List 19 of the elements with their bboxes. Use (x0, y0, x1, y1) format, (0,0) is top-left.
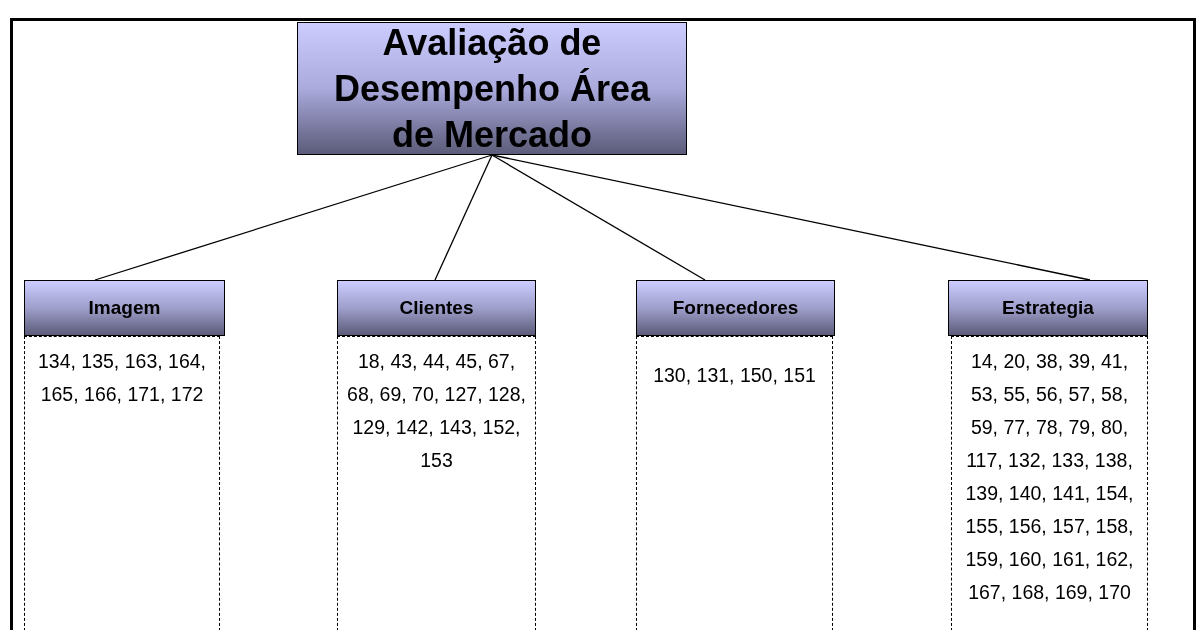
category-label: Estrategia (1002, 295, 1094, 320)
connector-line (94, 154, 493, 281)
title-text: Avaliação de Desempenho Área de Mercado (332, 20, 652, 157)
category-label: Fornecedores (672, 295, 799, 320)
connector-line (434, 154, 493, 281)
category-box (24, 280, 225, 336)
category-label: Clientes (399, 295, 474, 320)
number-list: 18, 43, 44, 45, 67, 68, 69, 70, 127, 128, 129, 142, 143, 152, 153 (338, 345, 535, 630)
number-list: 134, 135, 163, 164, 165, 166, 171, 172 (25, 345, 219, 630)
connector-line (491, 154, 1091, 281)
category-box (636, 280, 835, 336)
list-box (636, 336, 833, 630)
number-list: 14, 20, 38, 39, 41, 53, 55, 56, 57, 58, 59, 77, 78, 79, 80, 117, 132, 133, 138, 139, 140, 141, 154, 155, 156, 157, 158, 159, 160, 161, 162, 167, 168, 169, 170 (952, 345, 1147, 630)
category-box (948, 280, 1148, 336)
category-label: Imagem (88, 295, 161, 320)
number-list: 130, 131, 150, 151 (645, 359, 824, 630)
connector-line (491, 154, 706, 281)
title-box (297, 22, 687, 155)
category-box (337, 280, 536, 336)
